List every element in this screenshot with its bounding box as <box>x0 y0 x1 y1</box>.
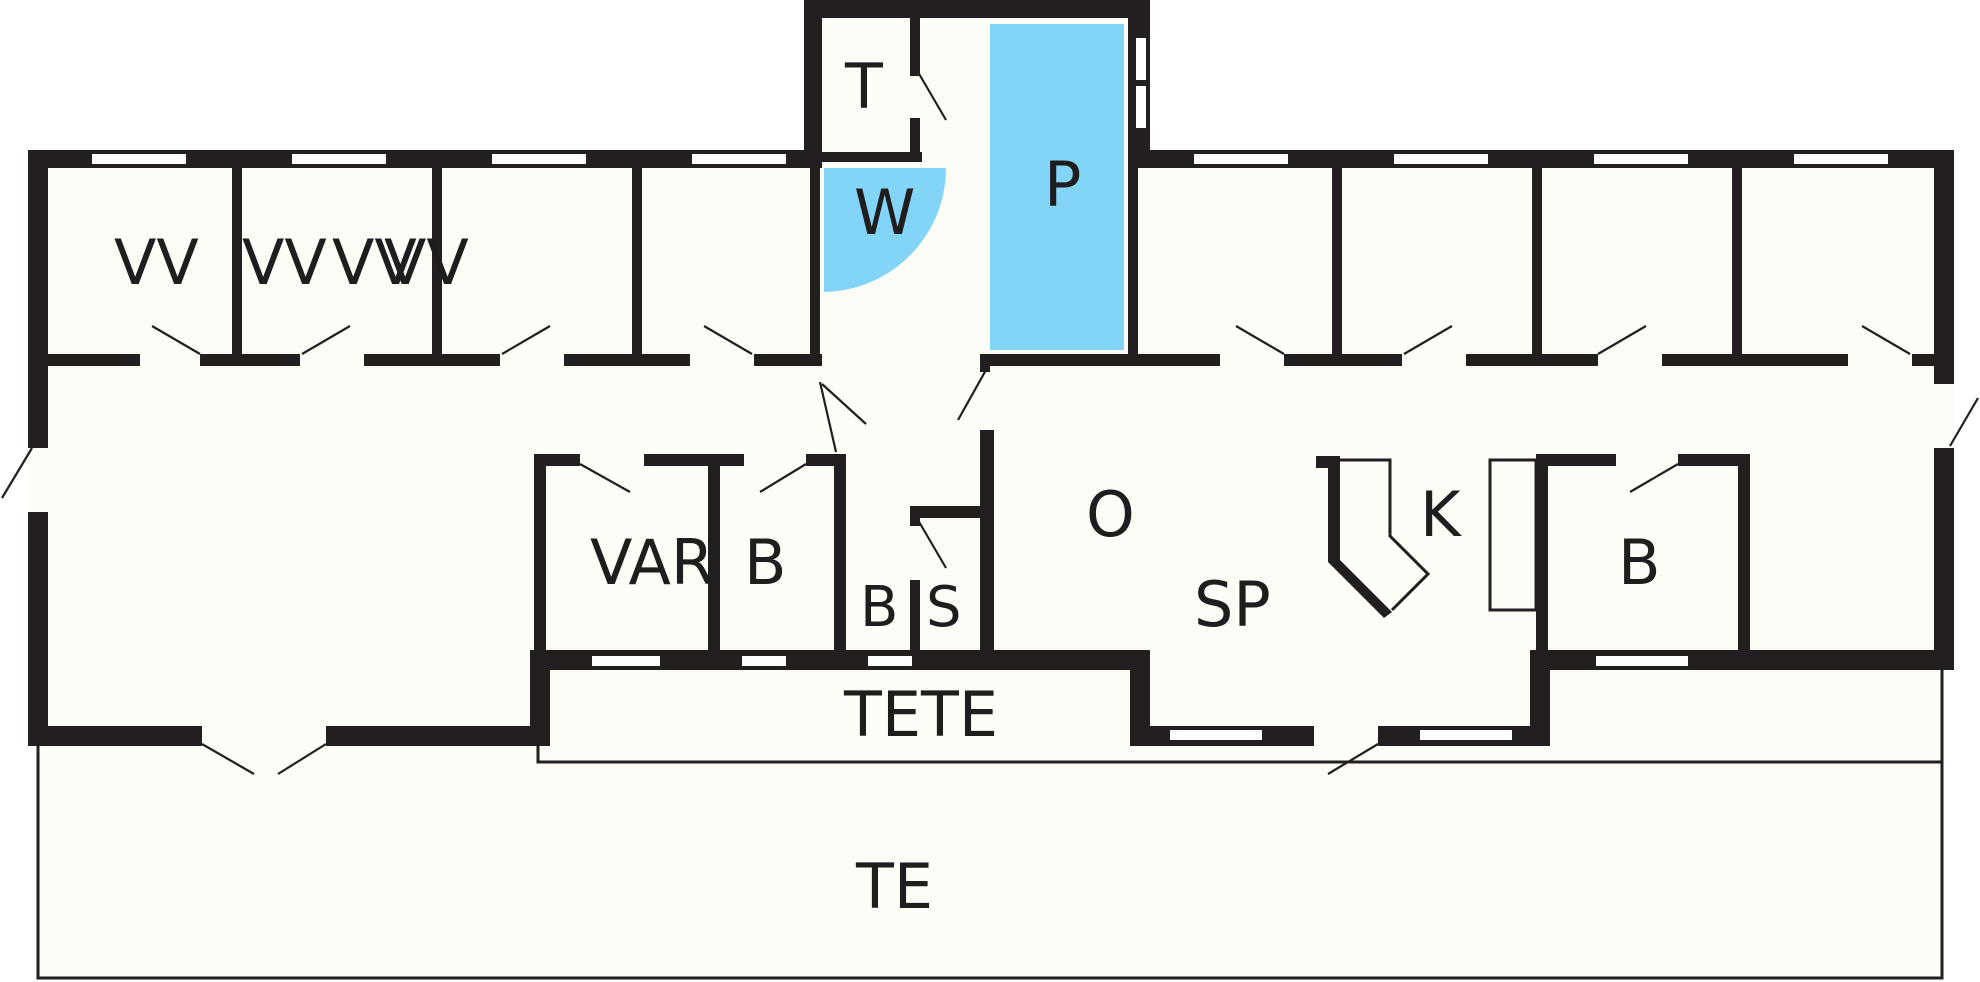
pool-fixture <box>990 24 1124 350</box>
label-b-left: B <box>744 526 787 599</box>
terrace-te <box>38 730 1942 978</box>
label-vv-4: VV <box>384 226 469 299</box>
door-openings <box>28 76 1954 746</box>
washroom-fixture <box>824 168 946 292</box>
label-vv-3: VV <box>332 226 417 299</box>
label-s: S <box>926 575 962 640</box>
room-labels: T W P VV VV VV VV VAR B B S O K SP B TET… <box>114 50 1661 923</box>
door-swings <box>1 71 1979 775</box>
label-w: W <box>854 176 915 249</box>
kitchen-island <box>1488 458 1538 612</box>
label-tete: TETE <box>843 678 998 751</box>
label-te: TE <box>855 850 933 923</box>
label-var: VAR <box>590 526 714 599</box>
windows <box>92 38 1888 740</box>
label-o: O <box>1086 478 1135 551</box>
label-b-right: B <box>1618 526 1661 599</box>
kitchen-counter-outline <box>1340 458 1431 612</box>
label-sp: SP <box>1194 568 1271 641</box>
label-p: P <box>1044 148 1081 221</box>
label-vv-1: VV <box>114 226 199 299</box>
label-t: T <box>844 50 884 123</box>
label-vv-2: VV <box>242 226 327 299</box>
label-k: K <box>1420 478 1462 551</box>
label-b-small: B <box>860 575 898 640</box>
